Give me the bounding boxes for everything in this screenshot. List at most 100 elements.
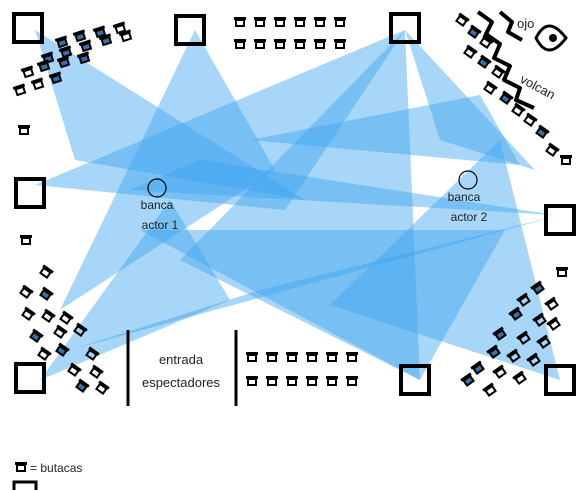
theater-seat-icon	[112, 21, 127, 35]
light-beams	[35, 30, 560, 380]
square-post-icon	[174, 14, 206, 46]
theater-seat-icon	[118, 29, 133, 43]
square-post-icon	[544, 364, 576, 396]
eye-label: ojo	[517, 16, 534, 31]
theater-seat-icon	[274, 17, 286, 27]
theater-seat-icon	[492, 364, 507, 379]
theater-seat-icon	[246, 352, 258, 362]
light-beam	[40, 200, 230, 380]
theater-seat-icon	[92, 25, 107, 39]
theater-seat-icon	[37, 346, 52, 361]
theater-seat-icon	[294, 39, 306, 49]
theater-seat-icon	[12, 83, 27, 97]
light-beam	[35, 30, 305, 200]
light-beam	[250, 95, 520, 165]
theater-seat-icon	[29, 328, 44, 343]
theater-seat-icon	[486, 344, 501, 359]
theater-seat-icon	[89, 364, 104, 379]
light-beam	[130, 160, 555, 215]
legend-seats-label: = butacas	[30, 461, 82, 475]
theater-seat-icon	[286, 352, 298, 362]
theater-seat-icon	[346, 352, 358, 362]
theater-seat-icon	[523, 112, 538, 127]
theater-seat-icon	[546, 316, 561, 331]
theater-seat-icon	[535, 124, 550, 139]
theater-seat-icon	[20, 65, 35, 79]
theater-seat-icon	[234, 17, 246, 27]
theater-seat-icon	[491, 64, 506, 79]
square-post-icon	[389, 12, 421, 44]
theater-seat-icon	[479, 34, 494, 49]
theater-seat-icon	[492, 326, 507, 341]
theater-seat-icon	[41, 308, 56, 323]
seating-area	[12, 12, 572, 397]
theater-seat-icon	[48, 71, 63, 85]
theater-seat-icon	[516, 292, 531, 307]
square-post-icon	[12, 12, 44, 44]
bench-actor-2-marker	[458, 170, 478, 190]
theater-seat-icon	[314, 17, 326, 27]
theater-seat-icon	[73, 322, 88, 337]
theater-seat-icon	[314, 39, 326, 49]
square-post-icon	[14, 177, 46, 209]
light-beam	[180, 30, 420, 380]
theater-seat-icon	[532, 312, 547, 327]
light-beam	[35, 30, 405, 210]
theater-seat-icon	[246, 376, 258, 386]
zigzag-volcano-icon	[476, 10, 535, 110]
theater-seat-icon	[54, 35, 69, 49]
legend-post-icon	[12, 480, 38, 490]
theater-seat-icon	[21, 306, 36, 321]
theater-seat-icon	[274, 39, 286, 49]
bench-actor-1-marker	[147, 178, 167, 198]
theater-seat-icon	[334, 39, 346, 49]
theater-seat-icon	[463, 44, 478, 59]
theater-seat-icon	[98, 33, 113, 47]
theater-seat-icon	[334, 17, 346, 27]
theater-seat-icon	[254, 17, 266, 27]
theater-seat-icon	[556, 267, 568, 277]
theater-seat-icon	[530, 280, 545, 295]
theater-seat-icon	[78, 39, 93, 53]
square-post-icon	[14, 362, 46, 394]
theater-seat-icon	[234, 39, 246, 49]
theater-seat-icon	[266, 376, 278, 386]
theater-seat-icon	[560, 155, 572, 165]
entrance-label-line2: espectadores	[142, 375, 221, 390]
legend-seat-icon	[15, 462, 27, 472]
square-post-icon	[399, 364, 431, 396]
theater-seat-icon	[59, 310, 74, 325]
light-beam	[60, 30, 275, 310]
volcano-label: volcan	[518, 71, 558, 102]
theater-seat-icon	[467, 24, 482, 39]
theater-seat-icon	[326, 352, 338, 362]
eye-icon	[534, 24, 568, 52]
light-beam	[70, 215, 560, 350]
light-beam	[405, 30, 535, 170]
theater-seat-icon	[512, 370, 527, 385]
stage-posts	[12, 12, 576, 396]
theater-seat-icon	[72, 29, 87, 43]
theater-seat-icon	[55, 342, 70, 357]
theater-seat-icon	[39, 264, 54, 279]
bench-actor-1-label-line1: banca	[141, 198, 174, 212]
theater-seat-icon	[526, 352, 541, 367]
theater-seat-icon	[18, 125, 30, 135]
theater-seat-icon	[30, 77, 45, 91]
light-beam	[330, 140, 560, 380]
theater-seat-icon	[455, 12, 470, 27]
theater-seat-icon	[306, 352, 318, 362]
theater-seat-icon	[346, 376, 358, 386]
theater-seat-icon	[36, 59, 51, 73]
theater-seat-icon	[544, 296, 559, 311]
theater-seat-icon	[266, 352, 278, 362]
theater-seat-icon	[19, 284, 34, 299]
theater-seat-icon	[506, 348, 521, 363]
theater-seat-icon	[483, 80, 498, 95]
theater-seat-icon	[545, 142, 560, 157]
theater-seat-icon	[511, 102, 526, 117]
theater-seat-icon	[482, 382, 497, 397]
theater-seat-icon	[67, 362, 82, 377]
theater-seat-icon	[516, 330, 531, 345]
